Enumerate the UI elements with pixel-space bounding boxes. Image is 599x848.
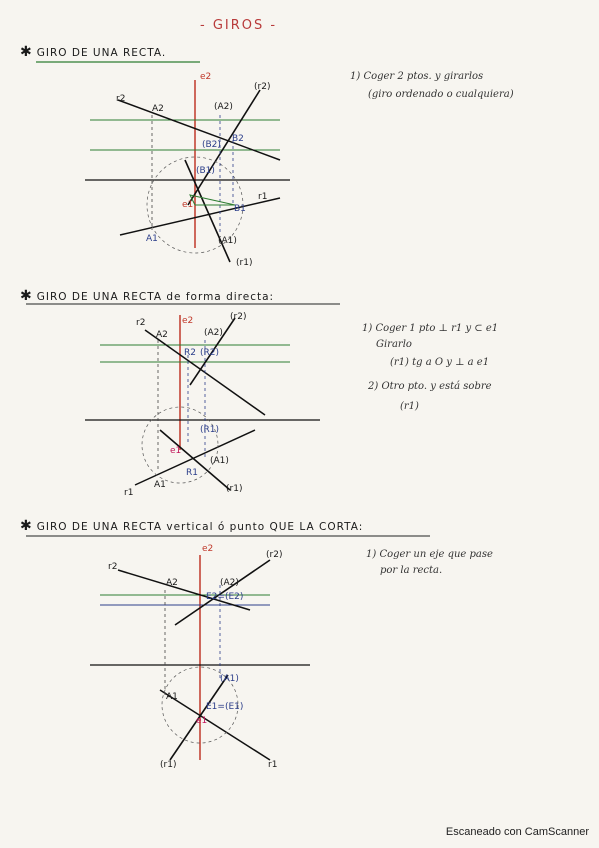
label-A2: A2 (156, 330, 168, 340)
label-rotated-B1: (B1) (196, 166, 215, 176)
label-r2: r2 (108, 562, 118, 572)
label-B2: B2 (232, 134, 244, 144)
label-rotated-r2: (r2) (254, 82, 271, 92)
label-rotated-A1: (A1) (218, 236, 237, 246)
rotation-arc (141, 406, 219, 484)
label-rotated-r1: (r1) (160, 760, 177, 770)
line-r1 (159, 689, 271, 761)
label-rotated-A1: (A1) (220, 674, 239, 684)
label-e2: e2 (182, 316, 194, 326)
line-r1 (134, 429, 256, 486)
scanner-watermark: Escaneado con CamScanner (445, 826, 589, 838)
label-r2: r2 (136, 318, 146, 328)
section-1-note-1: 1) Coger 2 ptos. y girarlos (350, 71, 484, 82)
asterisk-icon: ✱ (20, 518, 33, 534)
section-1-note-2: (giro ordenado o cualquiera) (368, 89, 514, 100)
section-2-note-1: 1) Coger 1 pto ⊥ r1 y ⊂ e1 (362, 323, 499, 334)
label-rotated-R2: (R2) (200, 348, 220, 358)
diagram-3 (90, 555, 310, 761)
section-2-note-3: (r1) tg a O y ⊥ a e1 (390, 357, 490, 368)
section-2-heading: ✱GIRO DE UNA RECTA de forma directa: (20, 288, 275, 304)
line-rotated-r2 (189, 317, 236, 386)
line-r2 (117, 99, 281, 161)
section-2-note-2: Girarlo (376, 339, 412, 350)
line-r2 (117, 569, 251, 611)
label-rotated-A2: (A2) (214, 102, 233, 112)
label-r2: r2 (116, 94, 126, 104)
label-E1: E1=(E1) (206, 702, 244, 712)
label-r1: r1 (268, 760, 278, 770)
section-2-note-4: 2) Otro pto. y está sobre (368, 381, 492, 392)
label-rotated-r2: (r2) (266, 550, 283, 560)
label-A1: A1 (154, 480, 166, 490)
label-rotated-r2: (r2) (230, 312, 247, 322)
label-e1: e1 (196, 716, 208, 726)
label-A1: A1 (166, 692, 178, 702)
diagram-2 (85, 315, 320, 491)
label-rotated-R1: (R1) (200, 425, 220, 435)
label-rotated-A2: (A2) (220, 578, 239, 588)
label-A1: A1 (146, 234, 158, 244)
rotation-arc (146, 156, 244, 254)
line-rotated-r2 (174, 559, 271, 626)
page-title: - GIROS - (200, 18, 278, 33)
line-r1 (119, 197, 281, 236)
label-rotated-B2: (B2) (202, 140, 221, 150)
label-rotated-r1: (r1) (226, 484, 243, 494)
asterisk-icon: ✱ (20, 288, 33, 304)
label-R2: R2 (184, 348, 196, 358)
label-B1: B1 (234, 204, 246, 214)
diagram-1 (85, 80, 290, 263)
label-e1: e1 (170, 446, 182, 456)
line-rotated-r1 (159, 429, 231, 491)
label-rotated-r1: (r1) (236, 258, 253, 268)
section-1-heading: ✱GIRO DE UNA RECTA. (20, 44, 167, 60)
line-rotated-r1 (184, 159, 231, 263)
rotation-arc (161, 666, 239, 744)
line-rotated-r1 (169, 674, 229, 761)
label-e2: e2 (200, 72, 212, 82)
asterisk-icon: ✱ (20, 44, 33, 60)
label-R1: R1 (186, 468, 198, 478)
triangle (189, 194, 236, 206)
line-rotated-r2 (187, 89, 261, 206)
label-rotated-A2: (A2) (204, 328, 223, 338)
section-2-note-5: (r1) (400, 401, 419, 412)
label-r1: r1 (124, 488, 134, 498)
section-3-note-2: por la recta. (380, 565, 443, 576)
label-A2: A2 (166, 578, 178, 588)
label-E2: E2=(E2) (206, 592, 244, 602)
section-3-note-1: 1) Coger un eje que pase (366, 549, 493, 560)
label-rotated-A1: (A1) (210, 456, 229, 466)
label-A2: A2 (152, 104, 164, 114)
section-3-heading: ✱GIRO DE UNA RECTA vertical ó punto QUE … (20, 518, 364, 534)
label-r1: r1 (258, 192, 268, 202)
label-e1: e1 (182, 200, 194, 210)
label-e2: e2 (202, 544, 214, 554)
